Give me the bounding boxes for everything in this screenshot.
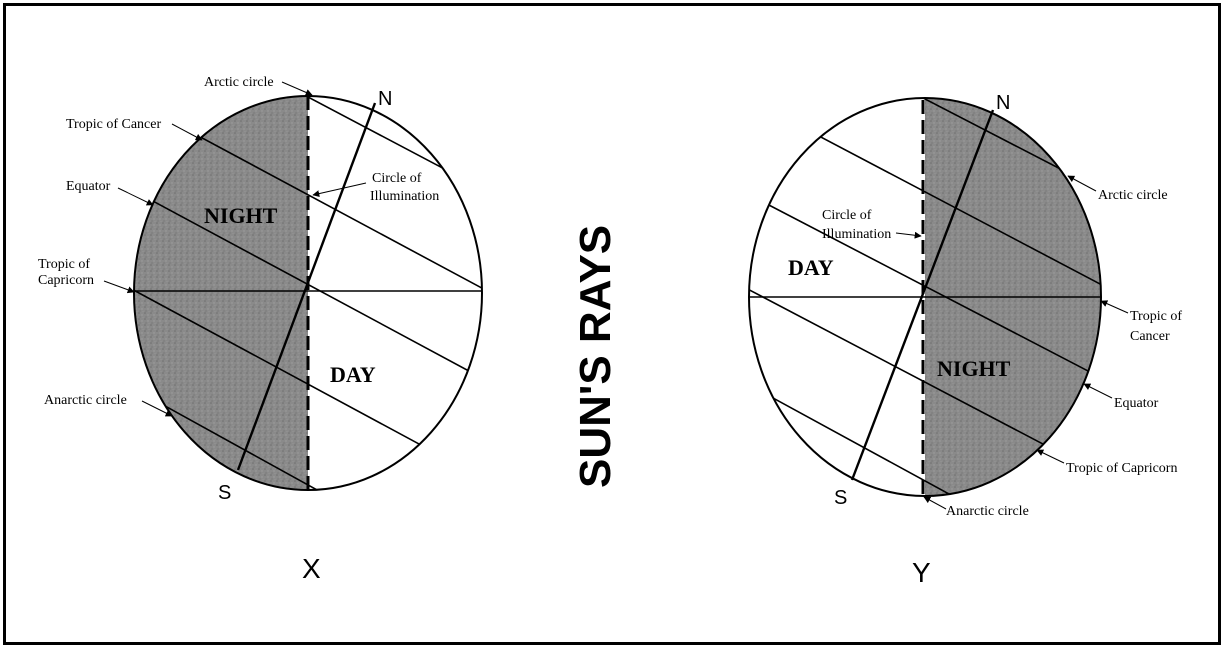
tropic-of-capricorn-arrow-y (1037, 450, 1064, 463)
south-label-y: S (834, 487, 847, 509)
north-label-x: N (378, 88, 392, 110)
arctic-circle-arrow-x (282, 82, 312, 95)
circle-of-illumination-label-y-line2: Illumination (822, 227, 891, 242)
antarctic-circle-label-x: Anarctic circle (44, 393, 127, 408)
equator-label-y: Equator (1114, 396, 1159, 411)
arctic-circle-label-y: Arctic circle (1098, 188, 1168, 203)
circle-of-illumination-arrow-y (896, 233, 921, 236)
circle-of-illumination-label-x-line2: Illumination (370, 189, 439, 204)
day-label-x: DAY (330, 362, 376, 387)
arctic-circle-label-x: Arctic circle (204, 75, 274, 90)
antarctic-circle-label-y: Anarctic circle (946, 504, 1029, 519)
circle-of-illumination-arrow-x (313, 183, 366, 195)
tropic-of-capricorn-label-x-line2: Capricorn (38, 273, 94, 288)
globe-y (740, 55, 1140, 510)
antarctic-circle-arrow-y (924, 497, 946, 509)
tropic-of-capricorn-label-y: Tropic of Capricorn (1066, 461, 1177, 476)
circle-of-illumination-label-y-line1: Circle of (822, 208, 872, 223)
day-label-y: DAY (788, 255, 834, 280)
tropic-of-capricorn-label-x-line1: Tropic of (38, 257, 90, 272)
south-label-x: S (218, 482, 231, 504)
caption-x: X (302, 553, 321, 584)
caption-y: Y (912, 557, 931, 588)
tropic-of-cancer-arrow-x (172, 124, 202, 140)
tropic-of-capricorn-arrow-x (104, 281, 134, 292)
equator-label-x: Equator (66, 179, 111, 194)
tropic-of-cancer-label-y-line1: Tropic of (1130, 309, 1182, 324)
globe-x (100, 40, 560, 580)
night-half-y (925, 80, 1135, 510)
circle-of-illumination-label-x-line1: Circle of (372, 171, 422, 186)
equator-arrow-y (1084, 384, 1112, 398)
north-label-y: N (996, 92, 1010, 114)
night-half-x (100, 80, 308, 510)
equator-arrow-x (118, 188, 153, 205)
night-label-x: NIGHT (204, 203, 278, 228)
tropic-of-cancer-label-y-line2: Cancer (1130, 329, 1170, 344)
night-label-y: NIGHT (937, 356, 1011, 381)
tropic-of-cancer-arrow-y (1101, 301, 1128, 313)
suns-rays-title: SUN'S RAYS (571, 225, 620, 488)
tropic-of-cancer-label-x: Tropic of Cancer (66, 117, 161, 132)
